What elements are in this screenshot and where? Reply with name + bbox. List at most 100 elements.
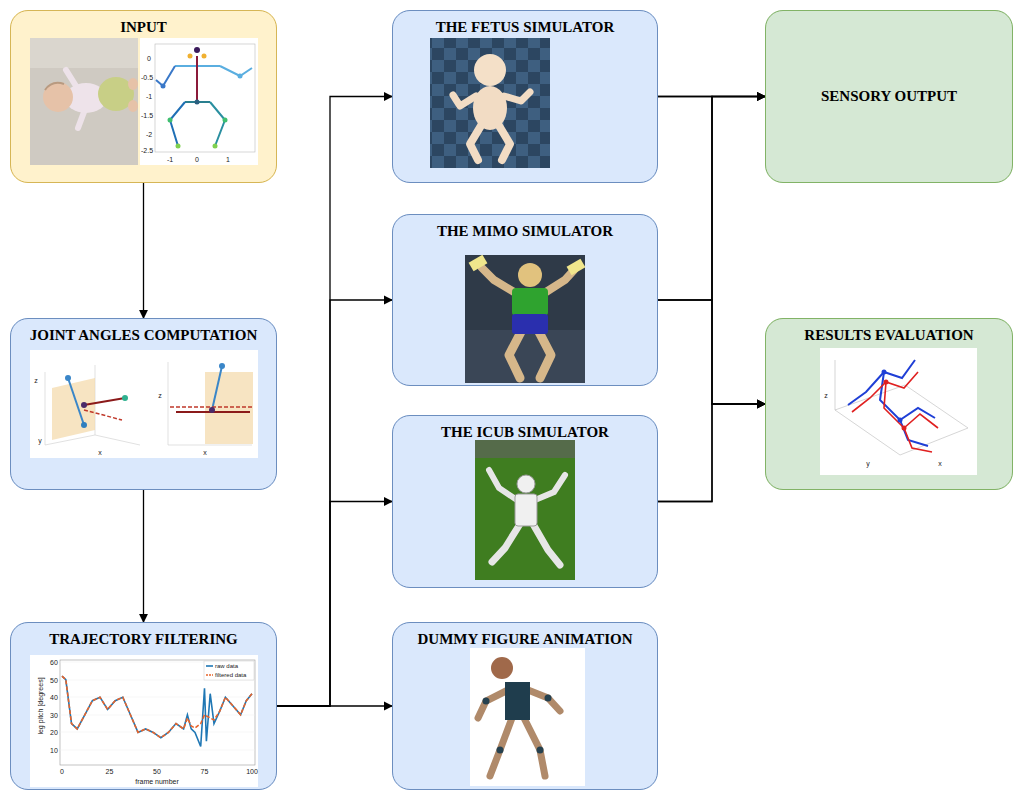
- fetus-render-part: [453, 95, 476, 106]
- mimo-render-part: [465, 330, 585, 383]
- axis-label: -1: [167, 156, 173, 163]
- pose-plot: [140, 38, 258, 165]
- trajectory-chart: [30, 655, 258, 787]
- simulator-box: THE ICUB SIMULATOR: [392, 415, 658, 588]
- evaluation-plot-part: [884, 380, 889, 385]
- process-box: JOINT ANGLES COMPUTATION: [10, 318, 277, 490]
- mimo-render-part: [518, 263, 542, 287]
- mimo-render-part: [567, 259, 586, 276]
- fetus-render: [430, 38, 550, 168]
- axis-label: 10: [50, 747, 58, 754]
- axis-label: 25: [106, 768, 114, 775]
- axis-label: -2: [146, 131, 152, 138]
- joint-angle-plots-part: [30, 350, 258, 458]
- flow-arrow: [143, 183, 144, 318]
- pose-plot-part: [223, 118, 228, 123]
- axis-label: 0: [195, 156, 199, 163]
- icub-render-part: [533, 524, 560, 565]
- axis-label: frame number: [135, 778, 179, 785]
- baby-photo-part: [43, 82, 73, 112]
- process-box: TRAJECTORY FILTERING: [10, 622, 277, 790]
- axis-label: 40: [50, 694, 58, 701]
- icub-render-part: [475, 440, 575, 458]
- flow-arrow: [277, 705, 392, 706]
- joint-angle-plots-part: [65, 375, 71, 381]
- trajectory-chart-part: [62, 676, 252, 738]
- axis-label: leg pitch [degrees]: [37, 677, 44, 734]
- output-box: SENSORY OUTPUT: [765, 10, 1013, 183]
- pose-plot-part: [168, 118, 173, 123]
- axis-label: -1.5: [141, 112, 153, 119]
- pose-plot-part: [213, 144, 218, 149]
- axis-label: z: [824, 392, 828, 399]
- mimo-render-part: [539, 332, 551, 378]
- axis-label: -0.5: [141, 74, 153, 81]
- node-title: JOINT ANGLES COMPUTATION: [11, 327, 276, 344]
- dummy-figure-part: [490, 718, 512, 776]
- dummy-figure: [470, 648, 585, 786]
- trajectory-chart-part: [62, 676, 252, 746]
- mimo-render-part: [512, 288, 548, 316]
- mimo-render: [465, 255, 585, 383]
- icub-render: [475, 440, 575, 580]
- joint-angle-plots-part: [68, 378, 84, 425]
- legend-text: raw data: [215, 663, 238, 669]
- axis-label: 60: [50, 659, 58, 666]
- axis-label: -2.5: [141, 147, 153, 154]
- axis-label: 50: [50, 677, 58, 684]
- baby-photo-part: [128, 100, 138, 112]
- axis-label: z: [158, 392, 162, 399]
- axis-label: 1: [226, 156, 230, 163]
- trajectory-chart-part: [60, 660, 255, 765]
- pose-plot-part: [195, 100, 200, 105]
- icub-render-part: [535, 475, 565, 500]
- fetus-render-part: [474, 54, 506, 86]
- icub-render-part: [489, 470, 517, 500]
- axis-label: 30: [50, 712, 58, 719]
- node-title: INPUT: [11, 19, 276, 36]
- dummy-figure-part: [505, 682, 530, 720]
- baby-photo-part: [78, 112, 84, 128]
- trajectory-chart-part: [60, 662, 255, 750]
- evaluation-plot-part: [820, 348, 977, 475]
- pose-plot-part: [202, 54, 207, 59]
- evaluation-plot-part: [884, 382, 938, 428]
- baby-photo: [30, 38, 138, 165]
- dummy-figure-part: [483, 698, 490, 705]
- joint-angle-plots-part: [168, 362, 252, 445]
- pose-plot-part: [194, 47, 200, 53]
- flow-arrow: [277, 300, 392, 706]
- dummy-figure-part: [470, 648, 585, 786]
- pose-plot-part: [170, 102, 185, 146]
- output-box: RESULTS EVALUATION: [765, 318, 1013, 490]
- axis-label: 75: [201, 768, 209, 775]
- pose-plot-part: [176, 144, 181, 149]
- axis-label: z: [34, 377, 38, 384]
- evaluation-plot-part: [835, 360, 968, 455]
- joint-angle-plots-part: [212, 366, 222, 410]
- pose-plot-part: [220, 66, 252, 76]
- pose-plot-part: [161, 84, 166, 89]
- dummy-figure-part: [497, 747, 504, 754]
- dummy-figure-part: [491, 657, 513, 679]
- fetus-render-part: [504, 92, 530, 101]
- mimo-render-part: [482, 268, 514, 292]
- flow-arrow: [143, 490, 144, 622]
- evaluation-plot-part: [882, 370, 887, 375]
- flow-arrow: [658, 97, 765, 502]
- joint-angle-plots-part: [81, 422, 87, 428]
- axis-label: y: [866, 460, 870, 467]
- input-box: INPUT: [10, 10, 277, 183]
- joint-angle-plots-part: [122, 395, 128, 401]
- pose-plot-part: [196, 56, 198, 102]
- fetus-render-part: [498, 124, 510, 160]
- trajectory-chart-part: [206, 674, 213, 676]
- mimo-render-part: [469, 255, 488, 272]
- node-title: THE MIMO SIMULATOR: [393, 223, 657, 240]
- axis-label: 100: [246, 768, 258, 775]
- axis-label: 20: [50, 729, 58, 736]
